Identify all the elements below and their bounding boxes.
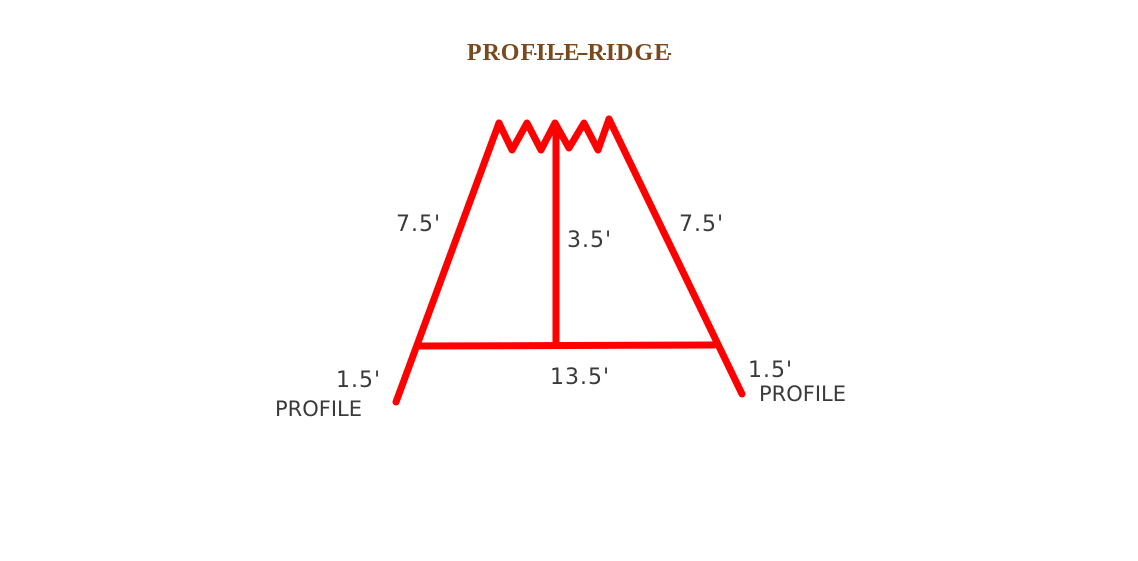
right-slope-dimension: 7.5' [679, 212, 724, 237]
base-width-dimension: 13.5' [550, 365, 610, 390]
center-height-dimension: 3.5' [567, 228, 612, 253]
left-slope-dimension: 7.5' [396, 212, 441, 237]
left-profile-label: PROFILE [275, 397, 362, 421]
right-extension-dimension: 1.5' [748, 358, 793, 383]
left-extension-dimension: 1.5' [336, 368, 381, 393]
jagged-crest-line [495, 115, 613, 154]
right-leg-line [605, 115, 746, 398]
left-leg-line [392, 119, 503, 406]
page-title: PROFILE RIDGE [0, 30, 1138, 70]
base-line [415, 341, 718, 350]
right-profile-label: PROFILE [759, 382, 846, 406]
title-text: PROFILE RIDGE [466, 40, 672, 66]
